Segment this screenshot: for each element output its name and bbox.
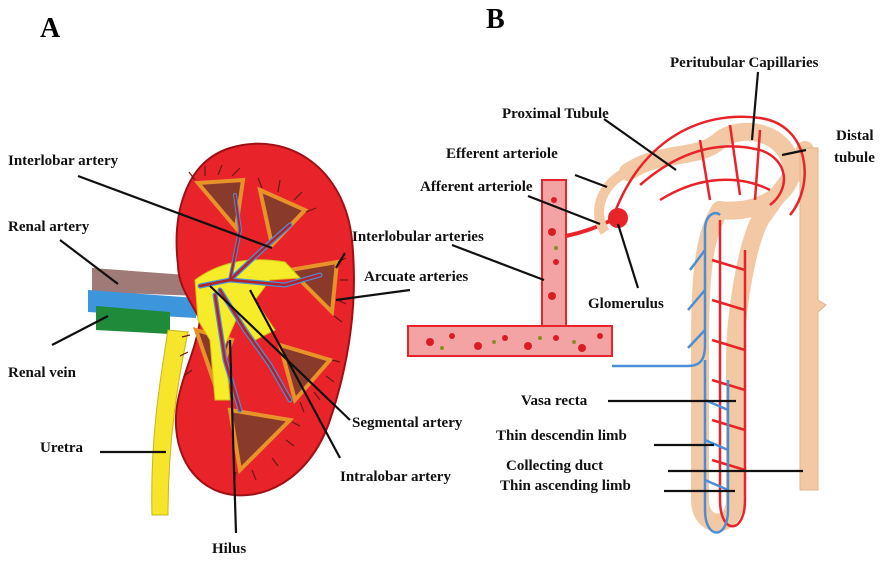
- label-collecting-duct: Collecting duct: [506, 458, 603, 474]
- collecting-duct-tube: [800, 148, 826, 490]
- label-distal-tubule-line1: Distal: [836, 128, 874, 144]
- label-peritubular-capillaries: Peritubular Capillaries: [670, 55, 819, 71]
- label-renal-vein: Renal vein: [8, 365, 77, 381]
- panel-label-b: B: [486, 4, 505, 35]
- label-thin-ascending-limb: Thin ascending limb: [500, 478, 631, 494]
- label-intralobar-artery: Intralobar artery: [340, 469, 451, 485]
- label-afferent-arteriole: Afferent arteriole: [420, 179, 533, 195]
- nephron-tubule: [628, 132, 805, 523]
- label-proximal-tubule: Proximal Tubule: [502, 106, 609, 122]
- label-interlobar-artery: Interlobar artery: [8, 153, 119, 169]
- label-hilus: Hilus: [212, 541, 246, 557]
- panel-b-nephron: B Peritubular Capillaries Proximal Tubul…: [408, 4, 875, 533]
- label-segmental-artery: Segmental artery: [352, 415, 463, 431]
- label-distal-tubule-line2: tubule: [834, 150, 875, 166]
- label-glomerulus: Glomerulus: [588, 296, 664, 312]
- label-vasa-recta: Vasa recta: [521, 393, 588, 409]
- label-arcuate-arteries: Arcuate arteries: [364, 269, 468, 285]
- label-interlobular-arteries: Interlobular arteries: [352, 229, 484, 245]
- label-renal-artery: Renal artery: [8, 219, 90, 235]
- label-uretra: Uretra: [40, 440, 84, 456]
- panel-label-a: A: [40, 13, 61, 44]
- label-thin-descending-limb: Thin descendin limb: [496, 428, 627, 444]
- panel-a-kidney: A Interlobar artery Renal artery Renal v…: [8, 13, 484, 557]
- label-efferent-arteriole: Efferent arteriole: [446, 146, 558, 162]
